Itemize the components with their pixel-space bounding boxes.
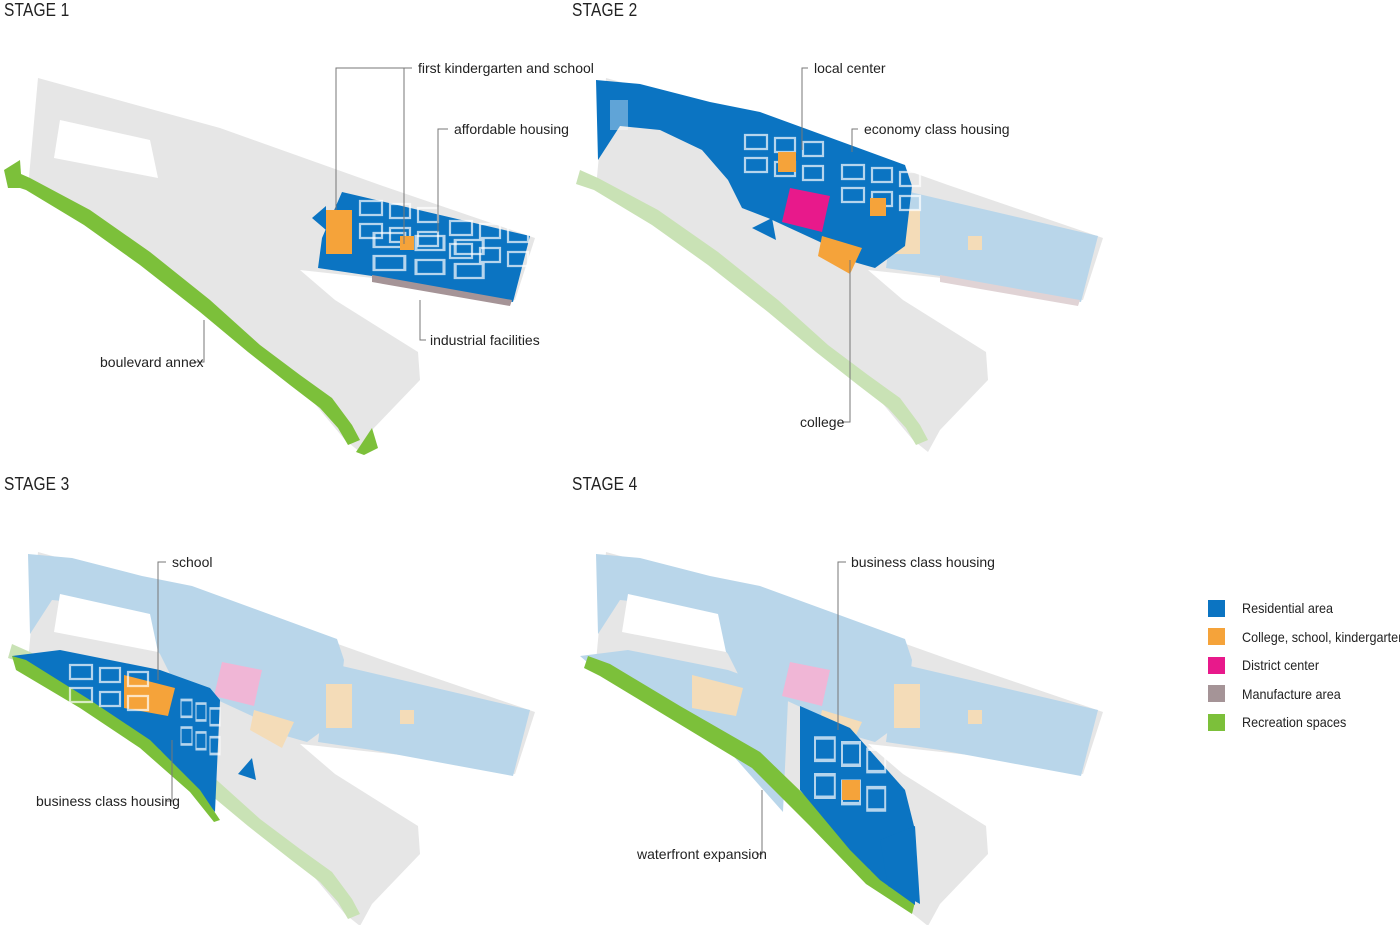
legend-item-manufacture: Manufacture area	[1208, 680, 1400, 709]
industrial-strip	[372, 275, 512, 306]
legend-item-recreation: Recreation spaces	[1208, 708, 1400, 737]
legend-swatch	[1208, 713, 1225, 731]
legend-item-residential: Residential area	[1208, 594, 1400, 623]
green-arrow-icon	[4, 160, 22, 188]
stage-3-new-development: school business class housing	[12, 554, 256, 822]
school-faded	[692, 675, 743, 716]
label-local-center: local center	[814, 60, 886, 76]
legend-item-district-center: District center	[1208, 651, 1400, 680]
legend-label: Recreation spaces	[1242, 714, 1347, 731]
label-economy-class-housing: economy class housing	[864, 121, 1010, 137]
recreation-strip	[12, 656, 220, 822]
school-block	[778, 152, 796, 172]
growth-arrow-icon	[312, 206, 326, 230]
green-arrow-icon	[356, 428, 378, 455]
legend-swatch	[1208, 685, 1225, 703]
kindergarten-block	[400, 236, 414, 250]
label-business-class-housing: business class housing	[36, 793, 180, 809]
school-block	[842, 780, 860, 800]
stage-2-new-development: local center economy class housing colle…	[596, 60, 1010, 430]
college-faded	[250, 710, 294, 748]
label-industrial-facilities: industrial facilities	[430, 332, 540, 348]
stage-1-title: STAGE 1	[4, 0, 70, 20]
label-waterfront-expansion: waterfront expansion	[636, 846, 767, 862]
legend-label: District center	[1242, 657, 1320, 674]
kindergarten-block-faded	[968, 236, 982, 250]
label-business-class-housing: business class housing	[851, 554, 995, 570]
stage-2-title: STAGE 2	[572, 0, 638, 20]
district-center-block	[782, 188, 830, 232]
stage-4-new-development: business class housing waterfront expans…	[584, 554, 995, 914]
legend-swatch	[1208, 599, 1225, 617]
legend-label: Manufacture area	[1242, 685, 1341, 702]
district-center-faded	[782, 662, 830, 706]
growth-arrow-icon	[238, 758, 256, 780]
label-first-kindergarten: first kindergarten and school	[418, 60, 594, 76]
legend-swatch	[1208, 628, 1225, 646]
growth-arrow-icon	[752, 218, 776, 240]
label-boulevard-annex: boulevard annex	[100, 354, 204, 370]
recreation-strip	[584, 656, 915, 914]
stage-3-title: STAGE 3	[4, 474, 70, 494]
stage-3-map	[8, 552, 535, 925]
label-affordable-housing: affordable housing	[454, 121, 569, 137]
industrial-strip-faded	[940, 275, 1080, 306]
stage-1-map: first kindergarten and school affordable…	[4, 60, 594, 455]
legend: Residential area College, school, kinder…	[1208, 594, 1400, 737]
legend-swatch	[1208, 656, 1225, 674]
stage-4-title: STAGE 4	[572, 474, 638, 494]
label-college: college	[800, 414, 845, 430]
college-block	[818, 236, 862, 274]
district-center-faded	[214, 662, 262, 706]
legend-label: College, school, kindergarten	[1242, 628, 1400, 645]
label-school: school	[172, 554, 212, 570]
legend-item-education: College, school, kindergarten	[1208, 623, 1400, 652]
school-block	[870, 198, 886, 216]
legend-label: Residential area	[1242, 600, 1334, 617]
school-block	[326, 210, 352, 254]
residential-area	[880, 826, 920, 904]
